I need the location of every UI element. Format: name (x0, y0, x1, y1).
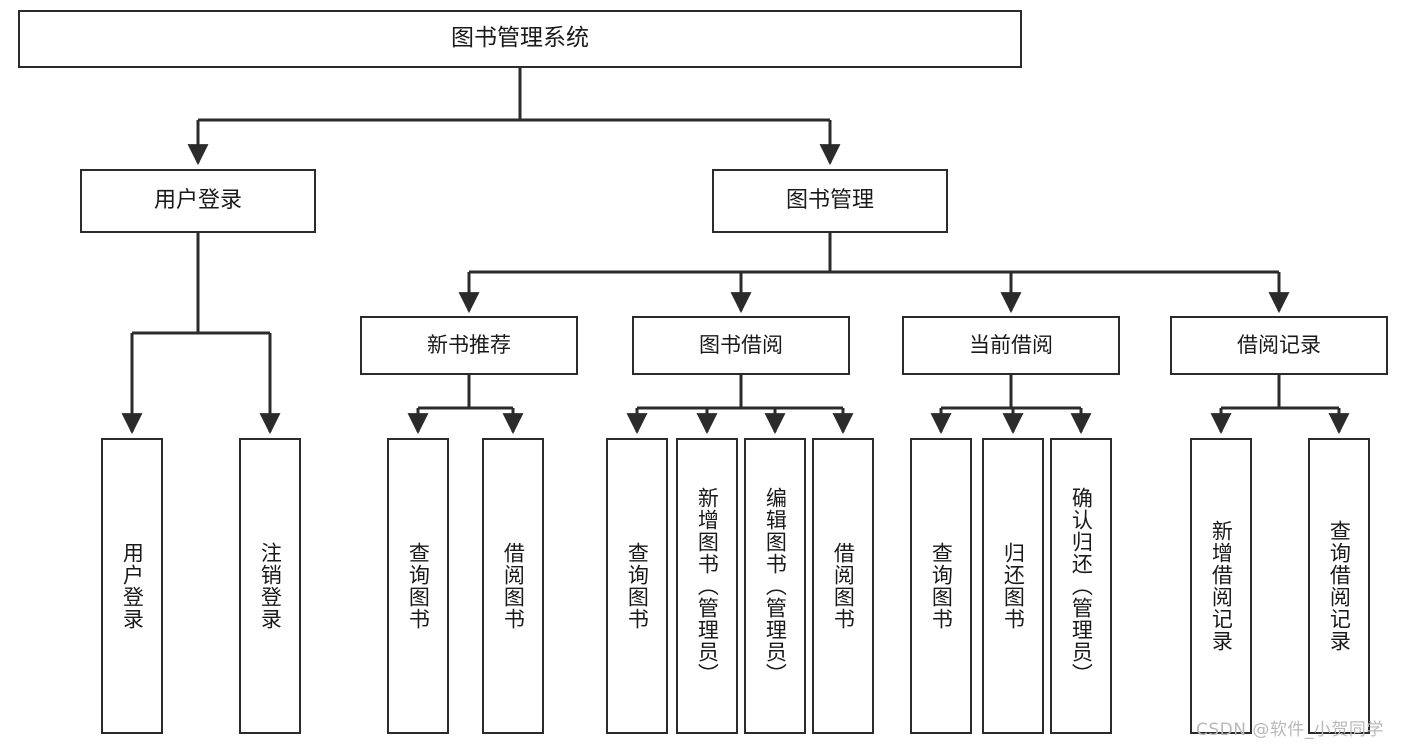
leaf-borrow-book-label: 借阅图书 (831, 542, 856, 630)
node-current-borrow[interactable]: 当前借阅 (902, 316, 1120, 375)
leaf-user-login[interactable]: 用户登录 (101, 438, 163, 734)
node-current-borrow-label: 当前借阅 (969, 333, 1053, 358)
leaf-query-book-newbook[interactable]: 查询图书 (387, 438, 449, 734)
leaf-return-book-label: 归还图书 (1001, 542, 1026, 630)
leaf-query-book-current[interactable]: 查询图书 (910, 438, 972, 734)
leaf-add-borrow-record[interactable]: 新增借阅记录 (1190, 438, 1252, 734)
leaf-edit-book-admin-label: 编辑图书（管理员） (763, 487, 788, 685)
leaf-logout[interactable]: 注销登录 (239, 438, 301, 734)
leaf-query-borrow-record[interactable]: 查询借阅记录 (1308, 438, 1370, 734)
node-new-book-recommend[interactable]: 新书推荐 (360, 316, 578, 375)
node-new-book-recommend-label: 新书推荐 (427, 333, 511, 358)
node-borrow-records-label: 借阅记录 (1237, 333, 1321, 358)
leaf-query-borrow-record-label: 查询借阅记录 (1327, 520, 1352, 652)
leaf-user-login-label: 用户登录 (120, 542, 145, 630)
node-book-borrow-label: 图书借阅 (699, 333, 783, 358)
watermark: CSDN @软件_小贺同学 (1196, 720, 1384, 740)
node-user-login[interactable]: 用户登录 (80, 169, 316, 233)
leaf-add-borrow-record-label: 新增借阅记录 (1209, 520, 1234, 652)
node-root[interactable]: 图书管理系统 (18, 10, 1022, 68)
leaf-query-book-borrow[interactable]: 查询图书 (606, 438, 668, 734)
leaf-add-book-admin-label: 新增图书（管理员） (695, 487, 720, 685)
leaf-query-book-newbook-label: 查询图书 (406, 542, 431, 630)
node-root-label: 图书管理系统 (451, 25, 589, 52)
leaf-add-book-admin[interactable]: 新增图书（管理员） (676, 438, 738, 734)
leaf-return-book[interactable]: 归还图书 (982, 438, 1044, 734)
node-book-management-label: 图书管理 (785, 188, 874, 214)
leaf-confirm-return-admin[interactable]: 确认归还（管理员） (1050, 438, 1112, 734)
leaf-borrow-book-newbook[interactable]: 借阅图书 (482, 438, 544, 734)
node-user-login-label: 用户登录 (153, 188, 242, 214)
node-borrow-records[interactable]: 借阅记录 (1170, 316, 1388, 375)
node-book-borrow[interactable]: 图书借阅 (632, 316, 850, 375)
node-book-management[interactable]: 图书管理 (712, 169, 948, 233)
leaf-borrow-book-newbook-label: 借阅图书 (501, 542, 526, 630)
leaf-query-book-borrow-label: 查询图书 (625, 542, 650, 630)
leaf-edit-book-admin[interactable]: 编辑图书（管理员） (744, 438, 806, 734)
leaf-query-book-current-label: 查询图书 (929, 542, 954, 630)
leaf-logout-label: 注销登录 (258, 542, 283, 630)
leaf-borrow-book[interactable]: 借阅图书 (812, 438, 874, 734)
leaf-confirm-return-admin-label: 确认归还（管理员） (1069, 487, 1094, 685)
